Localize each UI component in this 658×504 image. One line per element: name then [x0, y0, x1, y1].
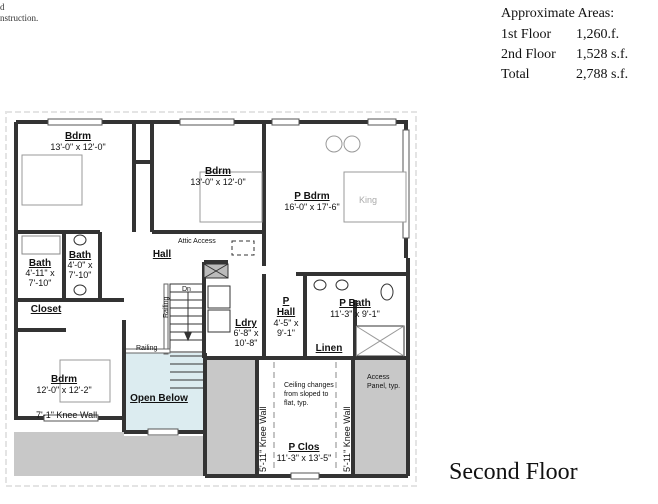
header-note-line2: nstruction.	[0, 13, 39, 23]
room-dim: 4'-0" x	[68, 260, 93, 270]
dryer	[207, 309, 231, 333]
sink	[313, 279, 327, 291]
areas-label: Total	[501, 67, 530, 82]
room-name-p-hall: P	[283, 296, 290, 307]
header-note-line1: d	[0, 2, 5, 12]
room-dim: 7'-10"	[29, 278, 52, 288]
floor-title: Second Floor	[449, 459, 578, 485]
attic-zone	[124, 436, 206, 476]
areas-row-1st-floor: 1st Floor 1,260.f.	[501, 25, 658, 45]
bed-label: King	[359, 195, 377, 205]
shower	[355, 325, 405, 357]
areas-title: Approximate Areas:	[501, 6, 615, 21]
knee-wall-label: 5'-11" Knee Wall	[342, 407, 352, 472]
toilet	[380, 283, 394, 301]
room-name-p-bath: P Bath	[339, 298, 371, 309]
room-dim: 16'-0" x 17'-6"	[284, 202, 339, 212]
room-name-bdrm: Bdrm	[205, 166, 231, 177]
areas-row-total: Total 2,788 s.f.	[501, 65, 658, 85]
railing-label: Railing	[163, 296, 170, 318]
ceiling-note: flat, typ.	[284, 400, 309, 407]
room-dim: 7'-10"	[69, 270, 92, 280]
areas-row-2nd-floor: 2nd Floor 1,528 s.f.	[501, 45, 658, 65]
railing-label: Railing	[136, 345, 158, 352]
room-name-bdrm: Bdrm	[51, 374, 77, 385]
room-name-bdrm: Bdrm	[65, 131, 91, 142]
attic-zone	[205, 358, 257, 476]
stairs-down-label: Dn	[182, 286, 191, 293]
attic-access-label: Attic Access	[178, 238, 216, 245]
room-dim: 4'-5" x	[274, 318, 299, 328]
roof-outline	[5, 111, 417, 487]
room-name-bath: Bath	[29, 258, 51, 269]
room-name-ldry: Ldry	[235, 318, 257, 329]
knee-wall-label: 5'-11" Knee Wall	[258, 407, 268, 472]
access-panel-note: Panel, typ.	[367, 383, 400, 390]
room-name-p-bdrm: P Bdrm	[294, 191, 329, 202]
areas-value: 2,788 s.f.	[576, 67, 629, 82]
room-dim: 11'-3" x 9'-1"	[330, 309, 380, 319]
chair	[343, 135, 361, 153]
room-name-p-hall: Hall	[277, 307, 296, 318]
sink	[73, 284, 87, 296]
ceiling-note: from sloped to	[284, 391, 328, 398]
bed	[199, 171, 263, 223]
railing-vertical	[163, 283, 169, 355]
room-name-linen: Linen	[316, 343, 343, 354]
ceiling-note: Ceiling changes	[284, 382, 334, 389]
areas-value: 1,260.f.	[576, 27, 620, 42]
areas-label: 1st Floor	[501, 27, 552, 42]
room-dim: 12'-0" x 12'-2"	[36, 385, 91, 395]
chair	[325, 135, 343, 153]
chase-box	[203, 263, 229, 279]
sink	[73, 234, 87, 246]
room-dim: 10'-8"	[235, 338, 258, 348]
sink	[335, 279, 349, 291]
approximate-areas-table: Approximate Areas: 1st Floor 1,260.f. 2n…	[501, 6, 658, 85]
knee-wall-label: 7'-1" Knee Wall	[36, 410, 97, 420]
areas-label: 2nd Floor	[501, 47, 556, 62]
bed	[21, 154, 83, 206]
header-note: d nstruction.	[0, 2, 38, 24]
room-name-bath: Bath	[69, 250, 91, 261]
access-panel-note: Access	[367, 374, 390, 381]
room-dim: 9'-1"	[277, 328, 295, 338]
bathtub	[21, 235, 61, 255]
room-dim: 13'-0" x 12'-0"	[190, 177, 245, 187]
walls	[14, 120, 410, 478]
room-name-hall: Hall	[153, 249, 172, 260]
attic-access-hatch	[231, 240, 255, 256]
areas-value: 1,528 s.f.	[576, 47, 629, 62]
room-dim: 6'-8" x	[234, 328, 259, 338]
stairs	[169, 283, 205, 389]
attic-zone	[353, 358, 408, 476]
open-below-area	[124, 353, 205, 432]
room-dim: 13'-0" x 12'-0"	[50, 142, 105, 152]
attic-zone	[14, 432, 124, 476]
bed	[59, 359, 111, 403]
room-name-p-clos: P Clos	[289, 442, 320, 453]
king-bed	[343, 171, 407, 223]
room-name-closet: Closet	[31, 304, 62, 315]
room-dim: 4'-11" x	[25, 268, 55, 278]
washer	[207, 285, 231, 309]
room-dim: 11'-3" x 13'-5"	[277, 453, 332, 463]
open-below-label: Open Below	[130, 393, 188, 404]
